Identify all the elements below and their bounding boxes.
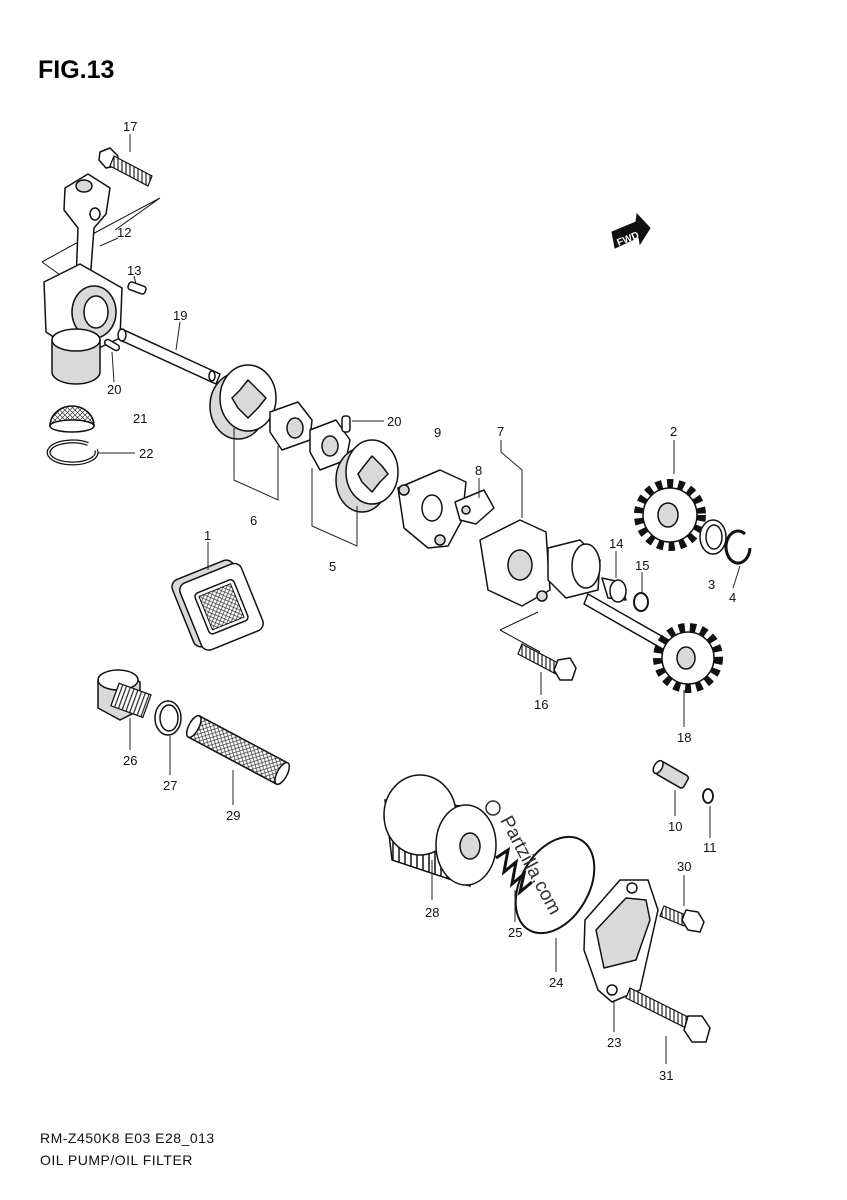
part-2-gear <box>634 479 706 551</box>
callout-29: 29 <box>226 808 240 823</box>
callout-8: 8 <box>475 463 482 478</box>
callout-28: 28 <box>425 905 439 920</box>
part-27-washer <box>154 700 182 736</box>
part-26-plug <box>97 669 152 721</box>
leader-lines <box>98 134 741 1064</box>
callout-3: 3 <box>708 577 715 592</box>
callout-13: 13 <box>127 263 141 278</box>
callout-6: 6 <box>250 513 257 528</box>
callout-16: 16 <box>534 697 548 712</box>
part-15-o-ring <box>633 592 649 612</box>
callout-26: 26 <box>123 753 137 768</box>
callout-24: 24 <box>549 975 563 990</box>
part-29-strainer <box>185 714 291 786</box>
part-23-filter-cover <box>583 879 659 1003</box>
part-25-spring <box>495 846 533 896</box>
callout-1: 1 <box>204 528 211 543</box>
part-18-gear-shaft <box>583 593 723 693</box>
callout-4: 4 <box>729 590 736 605</box>
callout-19: 19 <box>173 308 187 323</box>
callout-25: 25 <box>508 925 522 940</box>
part-19-shaft <box>117 328 221 385</box>
callout-5: 5 <box>329 559 336 574</box>
part-4-circlip <box>724 529 752 565</box>
callout-2: 2 <box>670 424 677 439</box>
callouts: 17 12 13 19 20 21 22 20 9 7 8 2 6 5 14 1… <box>107 119 736 1083</box>
model-code: RM-Z450K8 E03 E28_013 <box>40 1130 215 1146</box>
callout-11: 11 <box>703 840 717 855</box>
part-20-pin-b <box>341 415 351 433</box>
part-6-rotor-set <box>209 364 313 451</box>
fwd-arrow-badge: FWD <box>611 212 651 249</box>
callout-20-b: 20 <box>387 414 401 429</box>
callout-12: 12 <box>117 225 131 240</box>
part-7-pump-housing <box>479 519 601 607</box>
part-30-bolt <box>659 905 705 933</box>
callout-27: 27 <box>163 778 177 793</box>
part-9-plate <box>397 469 467 549</box>
callout-23: 23 <box>607 1035 621 1050</box>
part-3-washer <box>699 519 727 555</box>
part-17-bolt <box>98 147 153 187</box>
part-10-nipple <box>652 759 690 789</box>
part-14-bushing <box>601 577 627 603</box>
callout-20-a: 20 <box>107 382 121 397</box>
part-13-pin <box>127 281 147 295</box>
partzilla-watermark: Partzilla.com <box>485 800 565 918</box>
callout-10: 10 <box>668 819 682 834</box>
callout-31: 31 <box>659 1068 673 1083</box>
callout-15: 15 <box>635 558 649 573</box>
part-20-pin-a <box>103 338 121 352</box>
callout-14: 14 <box>609 536 623 551</box>
part-1-gasket <box>171 559 264 651</box>
part-21-strainer-cap <box>49 405 95 433</box>
part-22-circlip <box>46 439 99 466</box>
part-28-oil-filter <box>383 774 497 888</box>
part-31-bolt <box>625 987 711 1043</box>
callout-22: 22 <box>139 446 153 461</box>
callout-9: 9 <box>434 425 441 440</box>
part-11-o-ring <box>702 788 714 804</box>
part-12-housing <box>41 173 161 385</box>
part-16-bolt <box>517 643 577 681</box>
figure-title: FIG.13 <box>38 56 114 84</box>
callout-18: 18 <box>677 730 691 745</box>
part-24-o-ring <box>514 835 596 935</box>
callout-7: 7 <box>497 424 504 439</box>
diagram-caption: OIL PUMP/OIL FILTER <box>40 1152 193 1168</box>
callout-17: 17 <box>123 119 137 134</box>
callout-21: 21 <box>133 411 147 426</box>
part-5-rotor-set <box>309 419 399 513</box>
callout-30: 30 <box>677 859 691 874</box>
